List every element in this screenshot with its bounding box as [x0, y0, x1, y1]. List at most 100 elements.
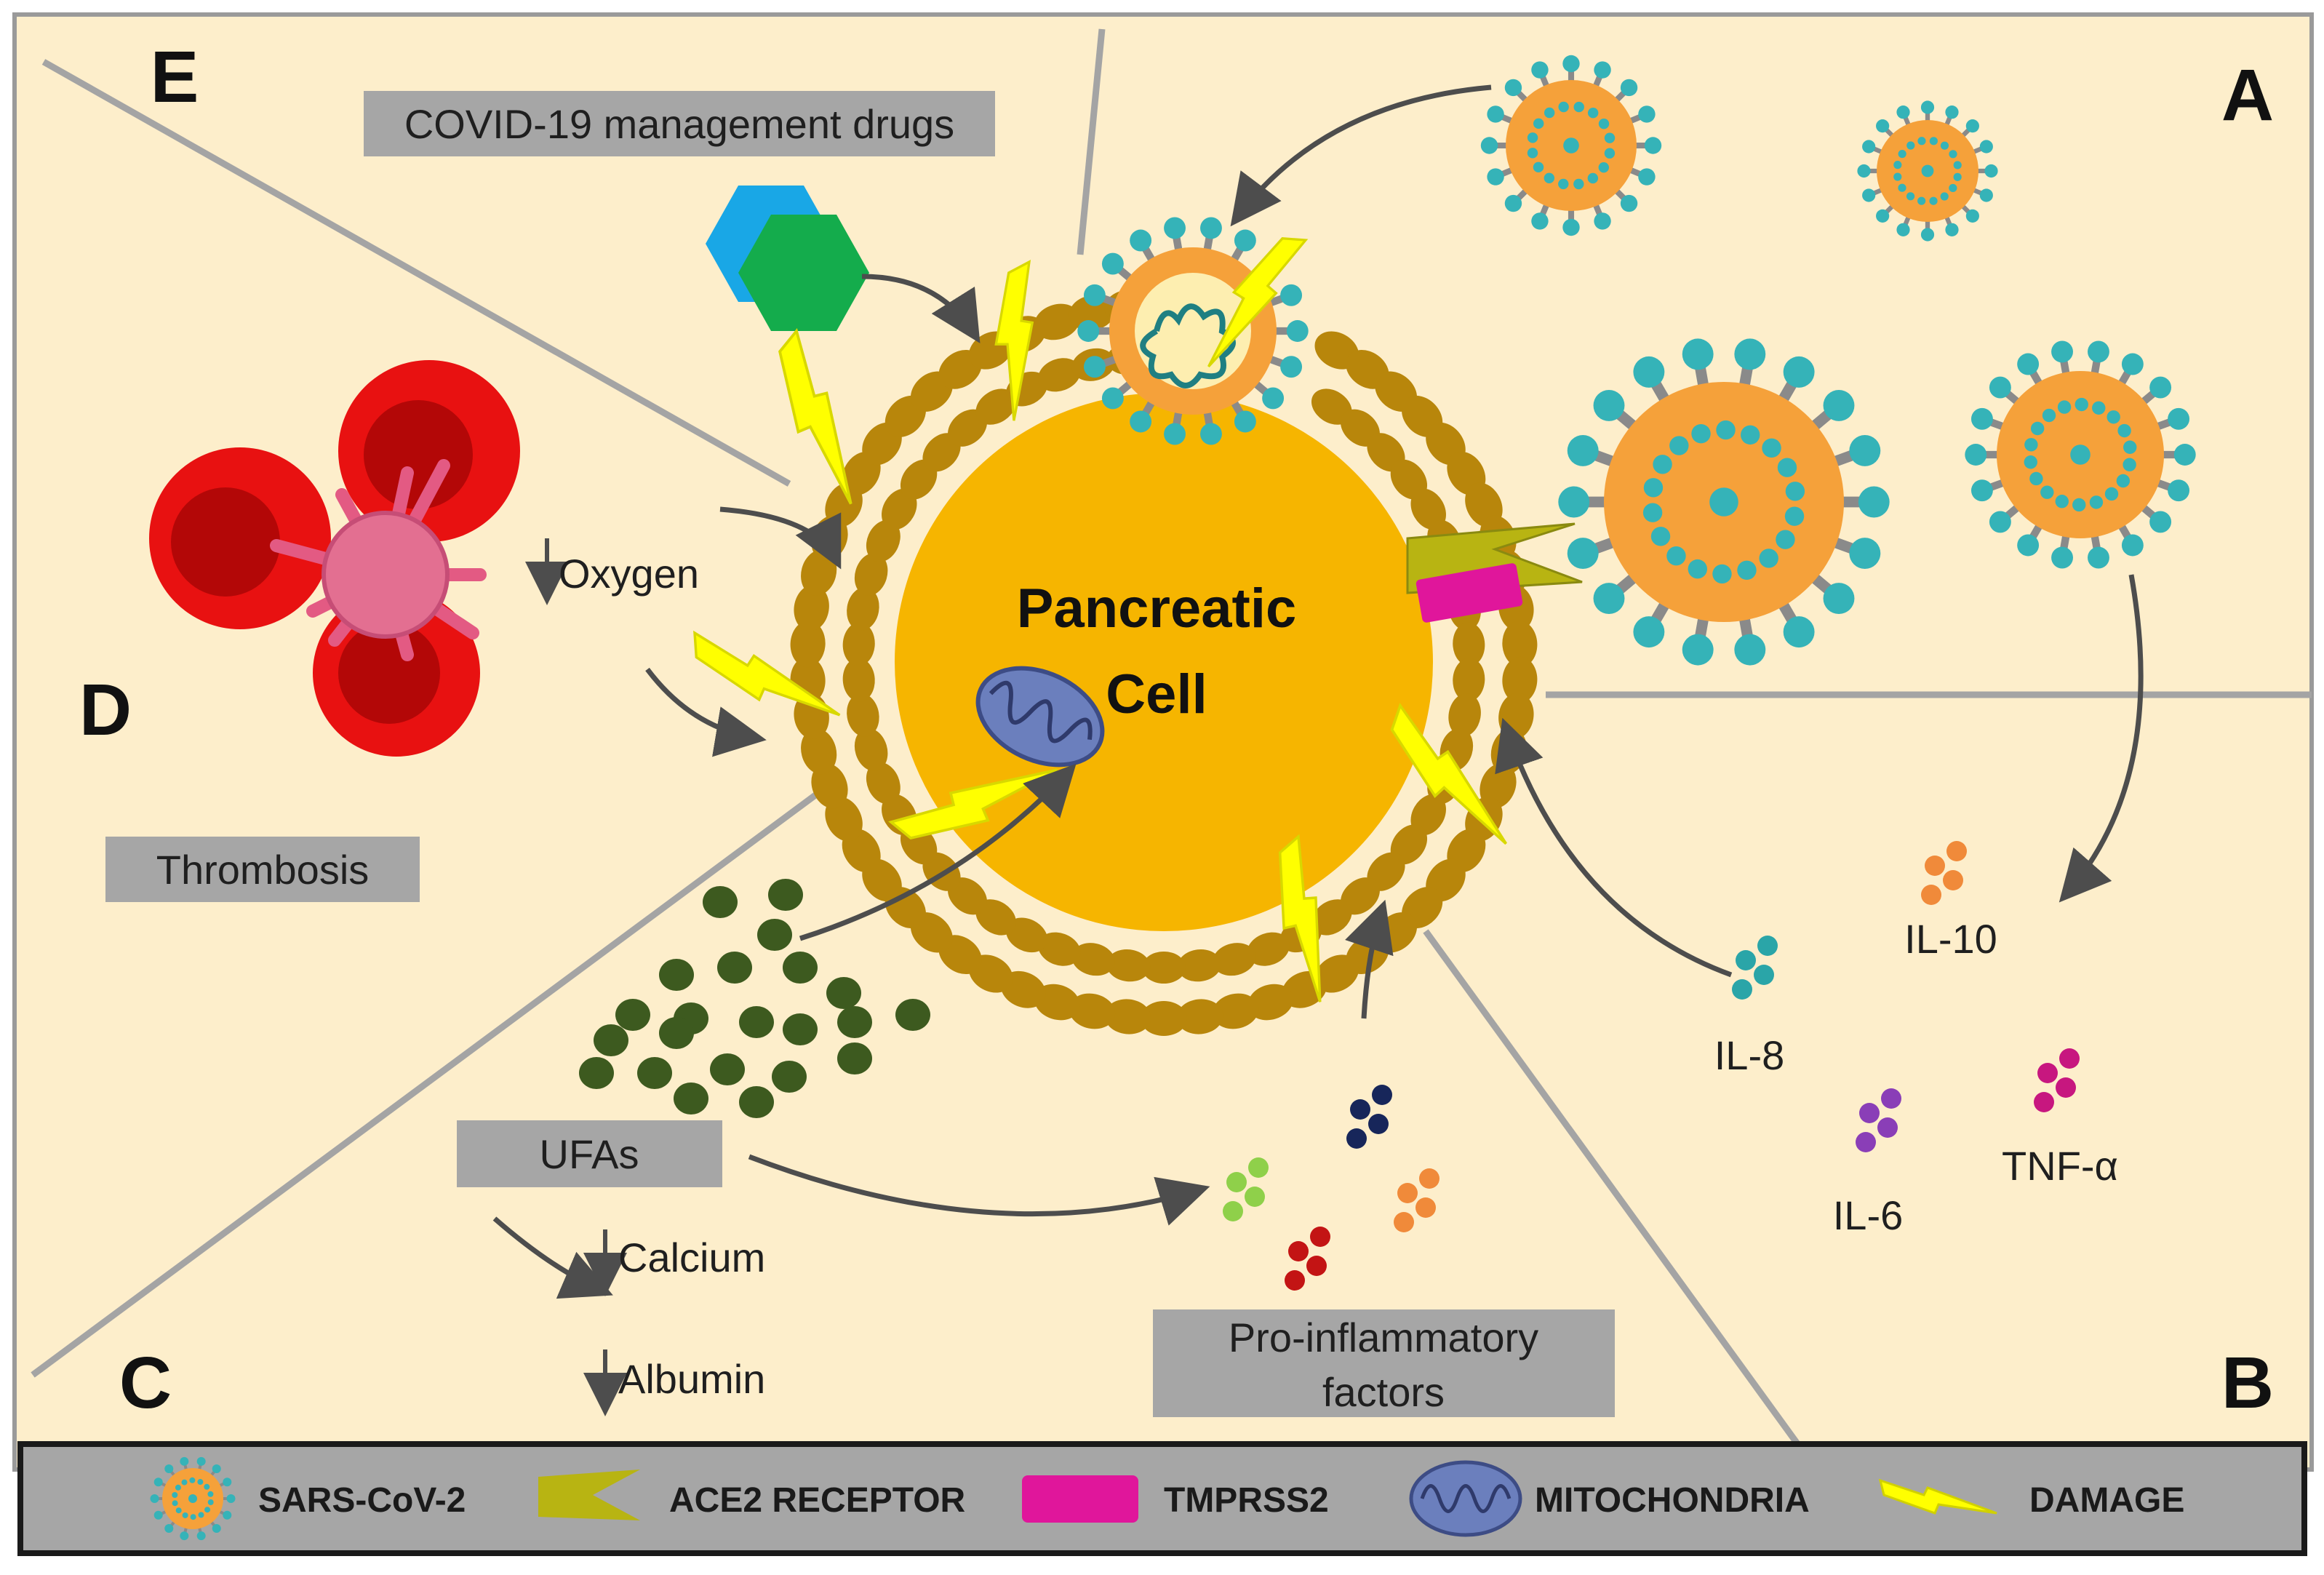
membrane-bead — [854, 728, 888, 771]
ufa-dot — [783, 1013, 818, 1045]
membrane-bead — [1410, 488, 1446, 530]
virus-surface-dot — [1906, 192, 1915, 201]
drugs-label: COVID-19 management drugs — [404, 101, 954, 147]
virus-spike-tip — [1862, 140, 1876, 153]
virus-surface-dot — [207, 1499, 214, 1506]
virus-spike-tip — [212, 1524, 221, 1534]
tnf-label: TNF-α — [2002, 1143, 2118, 1189]
membrane-bead — [948, 409, 988, 447]
virus-spike-tip — [1200, 423, 1222, 445]
virus-spike-tip — [1562, 55, 1580, 73]
virus-spike-tip — [1620, 194, 1638, 212]
cytokine-dot — [1856, 1132, 1876, 1152]
damage-bolt-drugs — [778, 327, 852, 505]
membrane-bead — [1176, 999, 1223, 1034]
virus-spike-tip — [2051, 546, 2073, 569]
virus-surface-dot — [2089, 495, 2104, 509]
membrane-bead — [1367, 852, 1405, 891]
virus-surface-dot — [1940, 192, 1949, 201]
virus-spike-tip — [1970, 407, 1993, 430]
membrane-bead — [922, 433, 961, 472]
platelet-body — [322, 511, 450, 639]
virus-surface-dot — [1893, 172, 1902, 181]
legend-tmprss2-label: TMPRSS2 — [1164, 1481, 1329, 1520]
virus-spike-tip — [196, 1456, 206, 1466]
virus-center — [1709, 487, 1738, 517]
virus-surface-dot — [2075, 397, 2088, 412]
membrane-bead — [1142, 952, 1186, 984]
virus-surface-dot — [2040, 485, 2054, 499]
ufa-dot — [717, 952, 752, 984]
ufa-dot — [772, 1061, 807, 1093]
membrane-bead — [975, 388, 1017, 425]
virus-spike-tip — [1164, 217, 1186, 239]
membrane-bead — [1213, 943, 1256, 976]
membrane-bead — [1311, 388, 1352, 425]
cytokine-dot — [1223, 1201, 1243, 1221]
virus-spike-tip — [1734, 634, 1766, 666]
virus-surface-dot — [2107, 410, 2120, 424]
cytokine-tnf — [2034, 1048, 2080, 1112]
albumin-label: Albumin — [618, 1356, 765, 1402]
virus-surface-dot — [2042, 408, 2056, 423]
cytokine-dot — [1285, 1270, 1305, 1291]
virus-spike-tip — [1633, 356, 1665, 388]
proinflammatory-label-box — [1153, 1309, 1615, 1417]
virus-surface-dot — [1598, 162, 1609, 173]
virus-surface-dot — [1650, 527, 1671, 546]
virus-surface-dot — [1587, 108, 1599, 119]
virus-surface-dot — [2117, 423, 2131, 438]
virus-spike-tip — [2121, 353, 2144, 375]
cytokine-dot — [1736, 950, 1756, 970]
ufas-label: UFAs — [540, 1131, 639, 1177]
cytokine-dot — [1288, 1241, 1309, 1261]
membrane-bead — [1390, 459, 1428, 500]
panel-dividers — [31, 28, 2312, 1450]
oxygen-label: Oxygen — [559, 551, 699, 597]
virus-spike-tip — [1970, 479, 1993, 502]
cytokine-orange — [1394, 1168, 1439, 1232]
membrane-bead — [866, 519, 901, 562]
virus-spike-tip — [1857, 164, 1871, 178]
cytokine-dot — [1419, 1168, 1439, 1189]
calcium-label: Calcium — [618, 1235, 765, 1280]
cytokine-dot — [1754, 965, 1774, 985]
virus-spike-tip — [180, 1456, 189, 1466]
ufa-dot — [826, 977, 861, 1009]
membrane-bead — [1106, 949, 1151, 982]
virus-entering-cell — [1077, 217, 1309, 445]
virus-spike-tip — [1504, 79, 1522, 97]
virus-spike-tip — [2121, 534, 2144, 557]
membrane-bead — [1069, 993, 1116, 1029]
legend-mito-icon — [1409, 1460, 1522, 1537]
membrane-bead — [854, 553, 888, 596]
legend-sars-virus — [150, 1456, 236, 1541]
virus-spike-tip — [1083, 284, 1106, 306]
membrane-bead — [847, 587, 879, 631]
ufa-dot — [659, 1017, 694, 1049]
membrane-bead — [1453, 622, 1485, 666]
membrane-bead — [790, 621, 826, 668]
damage-bolt-cytokine — [1390, 703, 1507, 845]
damage-bolt-top-left — [994, 260, 1034, 421]
virus-surface-dot — [2055, 495, 2069, 509]
virus-spike-tip — [1644, 137, 1662, 154]
cytokine-dot — [1859, 1103, 1880, 1123]
virus-spike-tip — [1164, 423, 1186, 445]
virus-2 — [1857, 100, 1998, 242]
virus-surface-dot — [1953, 172, 1962, 181]
virus-surface-dot — [204, 1507, 211, 1513]
virus-1 — [1480, 55, 1662, 236]
membrane-bead — [1104, 999, 1151, 1034]
virus-surface-dot — [198, 1512, 204, 1518]
virus-spike-tip — [226, 1494, 236, 1503]
membrane-bead — [1340, 409, 1380, 447]
membrane-bead — [900, 459, 938, 500]
ufa-dot — [757, 919, 792, 951]
membrane-bead — [1034, 303, 1080, 340]
virus-surface-dot — [1688, 559, 1707, 579]
virus-surface-dot — [1741, 425, 1760, 445]
virus-surface-dot — [175, 1484, 181, 1491]
virus-spike-tip — [1101, 252, 1124, 275]
